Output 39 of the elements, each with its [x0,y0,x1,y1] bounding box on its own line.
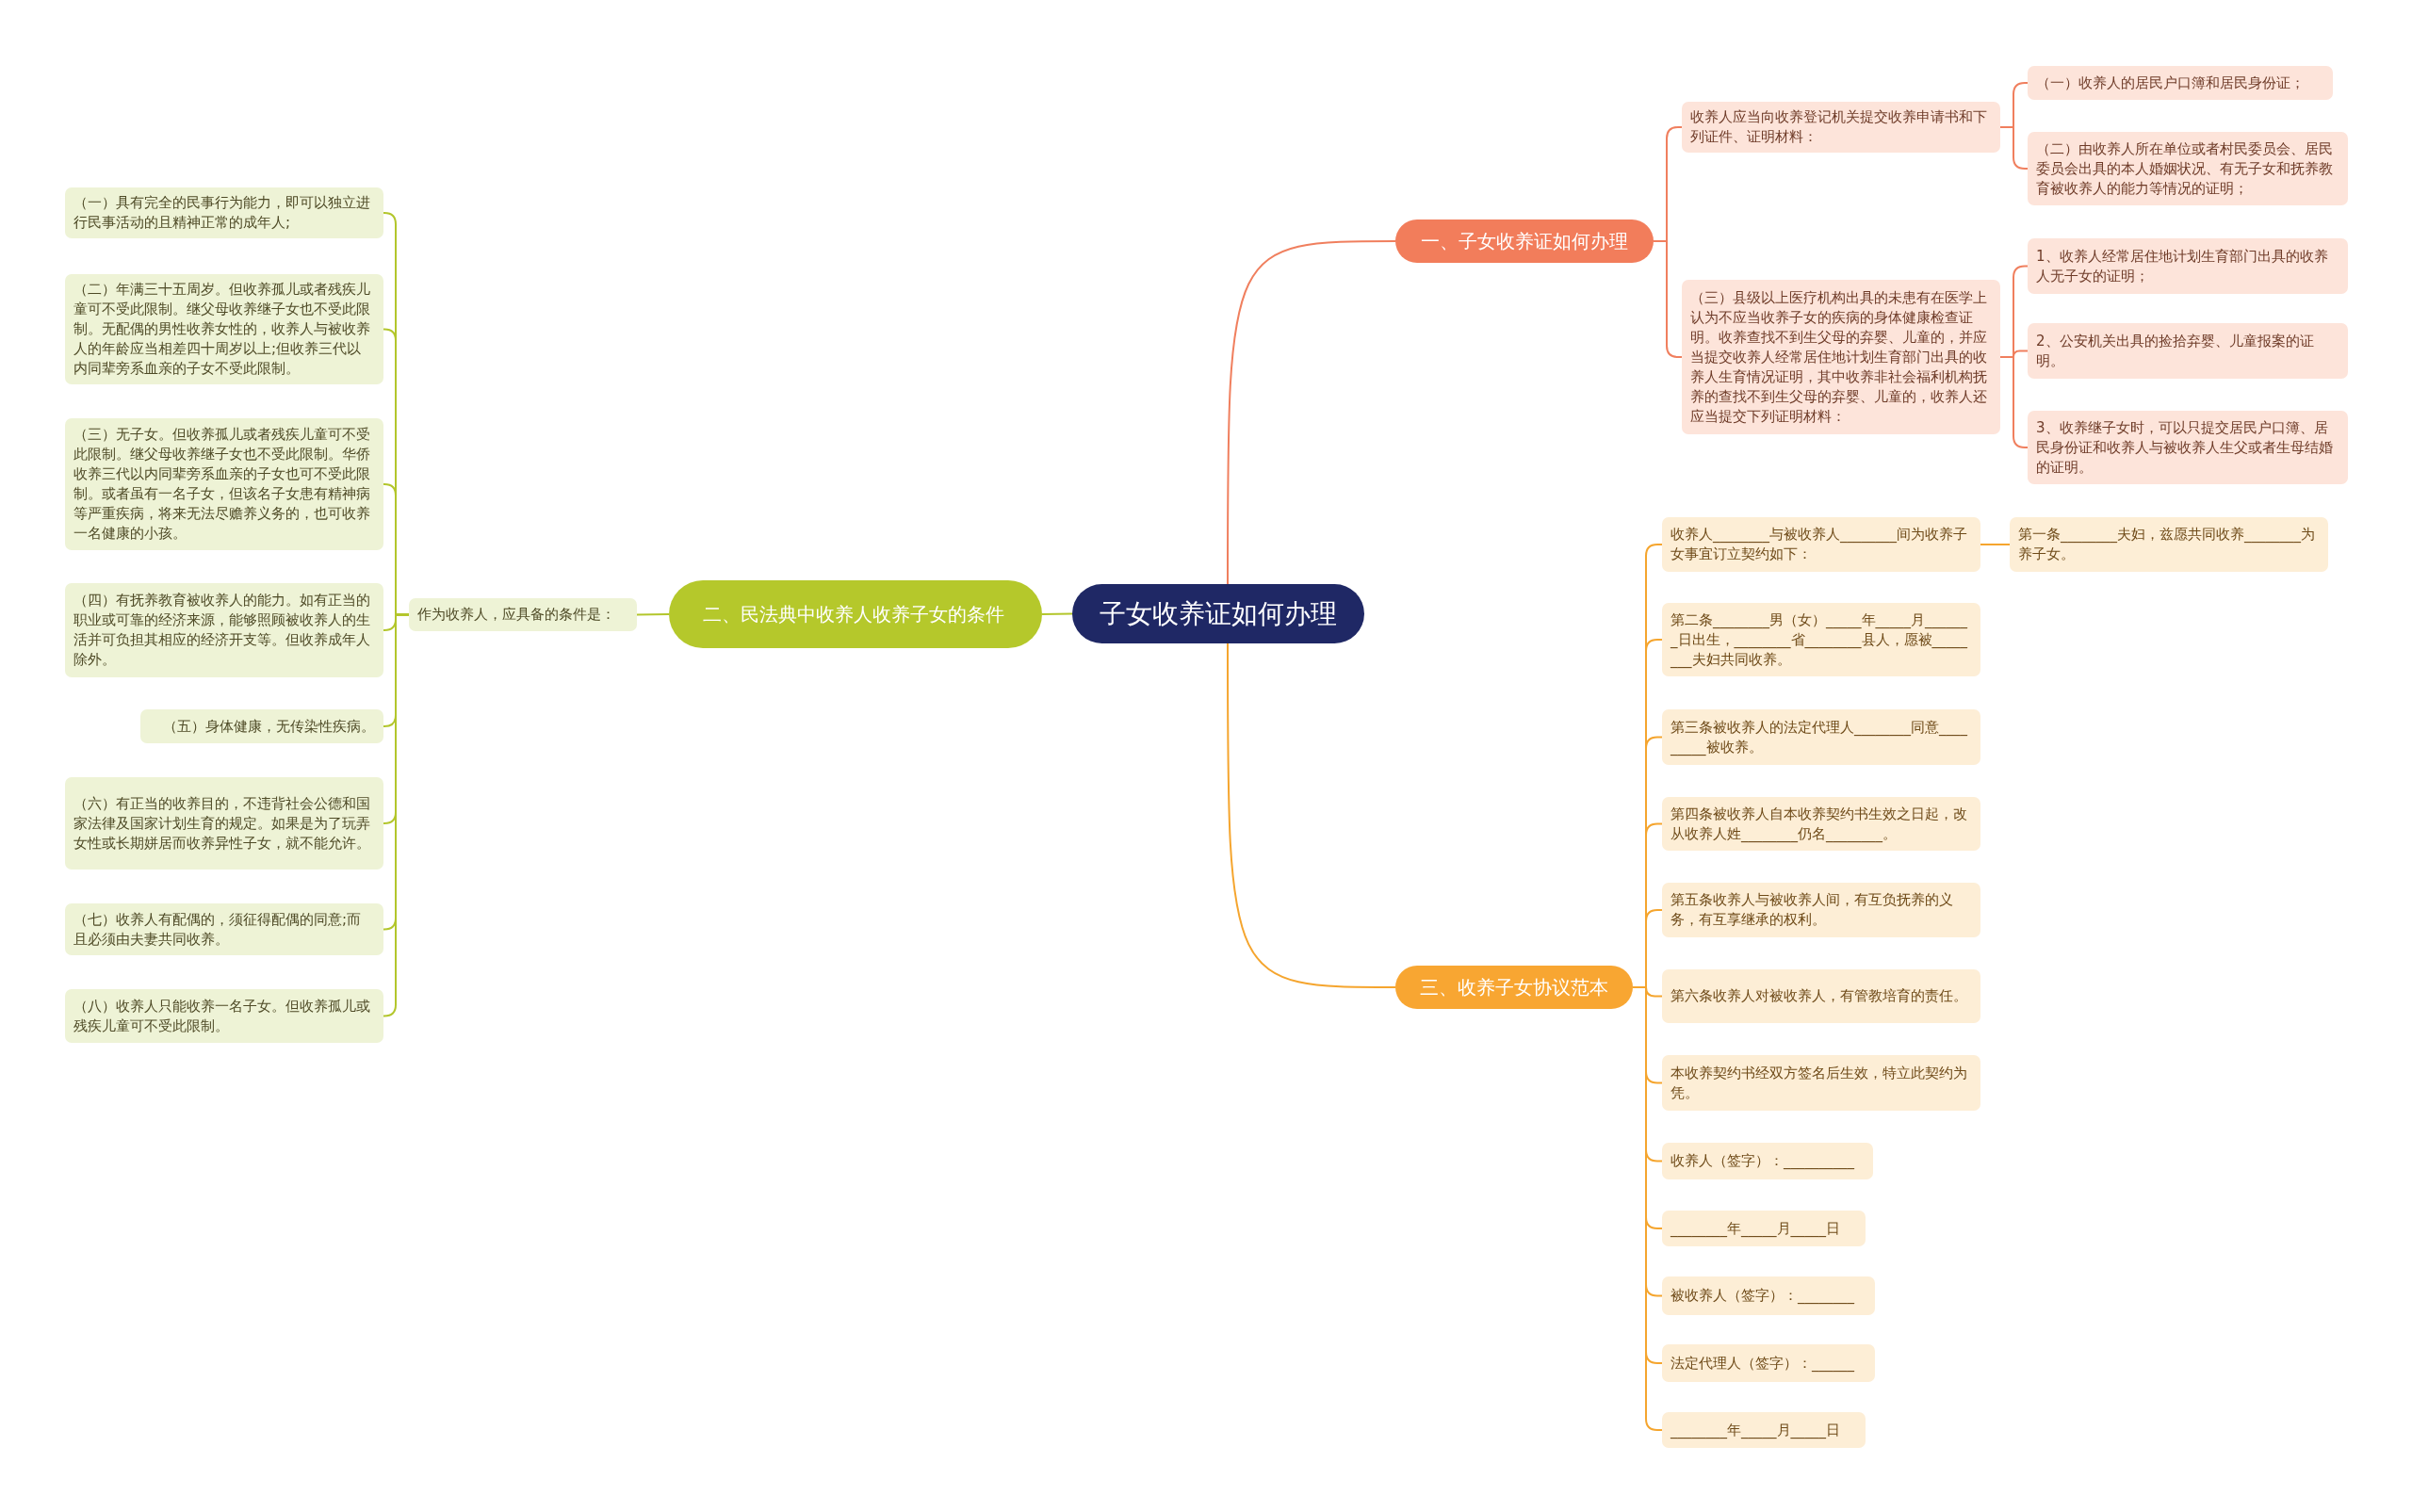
topic-box: 收养人________与被收养人________间为收养子女事宜订立契约如下： [1662,517,1980,572]
topic-box: （五）身体健康，无传染性疾病。 [140,709,383,743]
connector [1980,544,2011,545]
branch-topic: 二、民法典中收养人收养子女的条件 [669,580,1042,648]
topic-box: （一）收养人的居民户口簿和居民身份证； [2028,66,2333,100]
topic-box: 被收养人（签字）：________ [1662,1276,1875,1315]
topic-box: ________年_____月_____日 [1662,1412,1866,1448]
topic-box: 第五条收养人与被收养人间，有互负抚养的义务，有互享继承的权利。 [1662,883,1980,937]
topic-box: （二）由收养人所在单位或者村民委员会、居民委员会出具的本人婚姻状况、有无子女和抚养教育被收养人的能力等情况的证明； [2028,132,2348,205]
connector [636,613,670,616]
topic-box: 2、公安机关出具的捡拾弃婴、儿童报案的证明。 [2028,323,2348,379]
topic-box: （三）县级以上医疗机构出具的未患有在医学上认为不应当收养子女的疾病的身体健康检查证明。收养查找不到生父母的弃婴、儿童的，并应当提交收养人经常居住地计划生育部门出具的收养人生育情况证明，其中收养非社会福利机构抚养的查找不到生父母的弃婴、儿童的，收养人还应当提交下列证明材料： [1682,280,2000,434]
topic-box: 作为收养人，应具备的条件是： [409,598,637,631]
topic-box: 第一条________夫妇，兹愿共同收养________为养子女。 [2010,517,2328,572]
connector [1227,642,1396,988]
topic-box: （一）具有完全的民事行为能力，即可以独立进行民事活动的且精神正常的成年人; [65,187,383,238]
topic-box: （二）年满三十五周岁。但收养孤儿或者残疾儿童可不受此限制。继父母收养继子女也不受此限制。无配偶的男性收养女性的，收养人与被收养人的年龄应当相差四十周岁以上;但收养三代以内同辈旁系血亲的子女不受此限制。 [65,274,383,384]
topic-box: （八）收养人只能收养一名子女。但收养孤儿或残疾儿童可不受此限制。 [65,989,383,1043]
topic-box: （三）无子女。但收养孤儿或者残疾儿童可不受此限制。继父母收养继子女也不受此限制。华侨收养三代以内同辈旁系血亲的子女也可不受此限制。或者虽有一名子女，但该名子女患有精神病等严重疾病，将来无法尽赡养义务的，也可收养一名健康的小孩。 [65,418,383,550]
topic-box: 收养人（签字）：__________ [1662,1143,1873,1179]
connector [1999,356,2029,448]
topic-box: 1、收养人经常居住地计划生育部门出具的收养人无子女的证明； [2028,238,2348,294]
topic-box: 第四条被收养人自本收养契约书生效之日起，改从收养人姓________仍名________。 [1662,797,1980,851]
topic-box: 法定代理人（签字）：______ [1662,1344,1875,1382]
topic-box: 第二条________男（女）_____年_____月_______日出生，________省________县人，愿被________夫妇共同收养。 [1662,603,1980,676]
topic-box: 3、收养继子女时，可以只提交居民户口簿、居民身份证和收养人与被收养人生父或者生母结婚的证明。 [2028,411,2348,484]
topic-box: （四）有抚养教育被收养人的能力。如有正当的职业或可靠的经济来源，能够照顾被收养人的生活并可负担其相应的经济开支等。但收养成年人除外。 [65,583,383,677]
connector [1227,240,1396,585]
topic-box: 收养人应当向收养登记机关提交收养申请书和下列证件、证明材料： [1682,102,2000,153]
topic-box: （七）收养人有配偶的，须征得配偶的同意;而且必须由夫妻共同收养。 [65,903,383,955]
connector [1041,612,1073,615]
topic-box: 本收养契约书经双方签名后生效，特立此契约为凭。 [1662,1055,1980,1111]
topic-box: ________年_____月_____日 [1662,1211,1866,1246]
central-topic: 子女收养证如何办理 [1072,584,1364,643]
branch-topic: 一、子女收养证如何办理 [1395,219,1654,263]
topic-box: （六）有正当的收养目的，不违背社会公德和国家法律及国家计划生育的规定。如果是为了玩弄女性或长期姘居而收养异性子女，就不能允许。 [65,777,383,870]
topic-box: 第三条被收养人的法定代理人________同意_________被收养。 [1662,709,1980,765]
topic-box: 第六条收养人对被收养人，有管教培育的责任。 [1662,969,1980,1023]
branch-topic: 三、收养子女协议范本 [1395,966,1633,1009]
